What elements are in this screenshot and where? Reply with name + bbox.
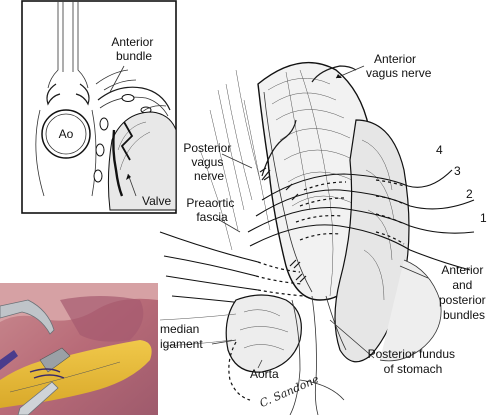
anterior-vagus-line-2: vagus nerve [366,66,432,80]
posterior-vagus-line-3: nerve [194,169,224,183]
main-drawing: Anterior vagus nerve Posterior vagus ner… [160,52,489,415]
anterior-vagus-line-1: Anterior [374,52,416,66]
bundles-line-4: bundles [443,308,485,322]
suture-number-2: 2 [466,187,473,201]
median-ligament-label: median igament [160,322,203,351]
anterior-bundle-line-2: bundle [116,49,152,63]
anterior-bundle-line-1: Anterior [111,35,153,49]
aorta-label: Aorta [250,367,279,381]
suture-number-3: 3 [454,164,461,178]
valve-label: Valve [142,194,171,208]
posterior-fundus-label: Posterior fundus of stomach [368,347,459,376]
anterior-vagus-label: Anterior vagus nerve [366,52,432,80]
preaortic-fascia-line-2: fascia [196,210,228,224]
ao-label: Ao [59,127,74,141]
inset-panel: Ao Anterior bundle Valve [22,1,176,213]
bundles-label: Anterior and posterior bundles [439,263,489,322]
preaortic-fascia-label: Preaortic fascia [186,196,237,224]
posterior-vagus-line-1: Posterior [183,141,231,155]
posterior-fundus-line-2: of stomach [384,362,443,376]
median-ligament-line-2: igament [160,337,203,351]
bundles-line-3: posterior [439,293,486,307]
posterior-fundus-line-1: Posterior fundus [368,347,455,361]
posterior-vagus-line-2: vagus [191,155,223,169]
suture-number-4: 4 [436,143,443,157]
posterior-vagus-label: Posterior vagus nerve [183,141,234,183]
preaortic-fascia-line-1: Preaortic [186,196,234,210]
bundles-line-1: Anterior [441,263,483,277]
anterior-bundle-label: Anterior bundle [111,35,156,63]
suture-number-1: 1 [480,211,487,225]
median-ligament-line-1: median [160,322,199,336]
operative-photo [0,283,158,415]
bundles-line-2: and [452,278,472,292]
